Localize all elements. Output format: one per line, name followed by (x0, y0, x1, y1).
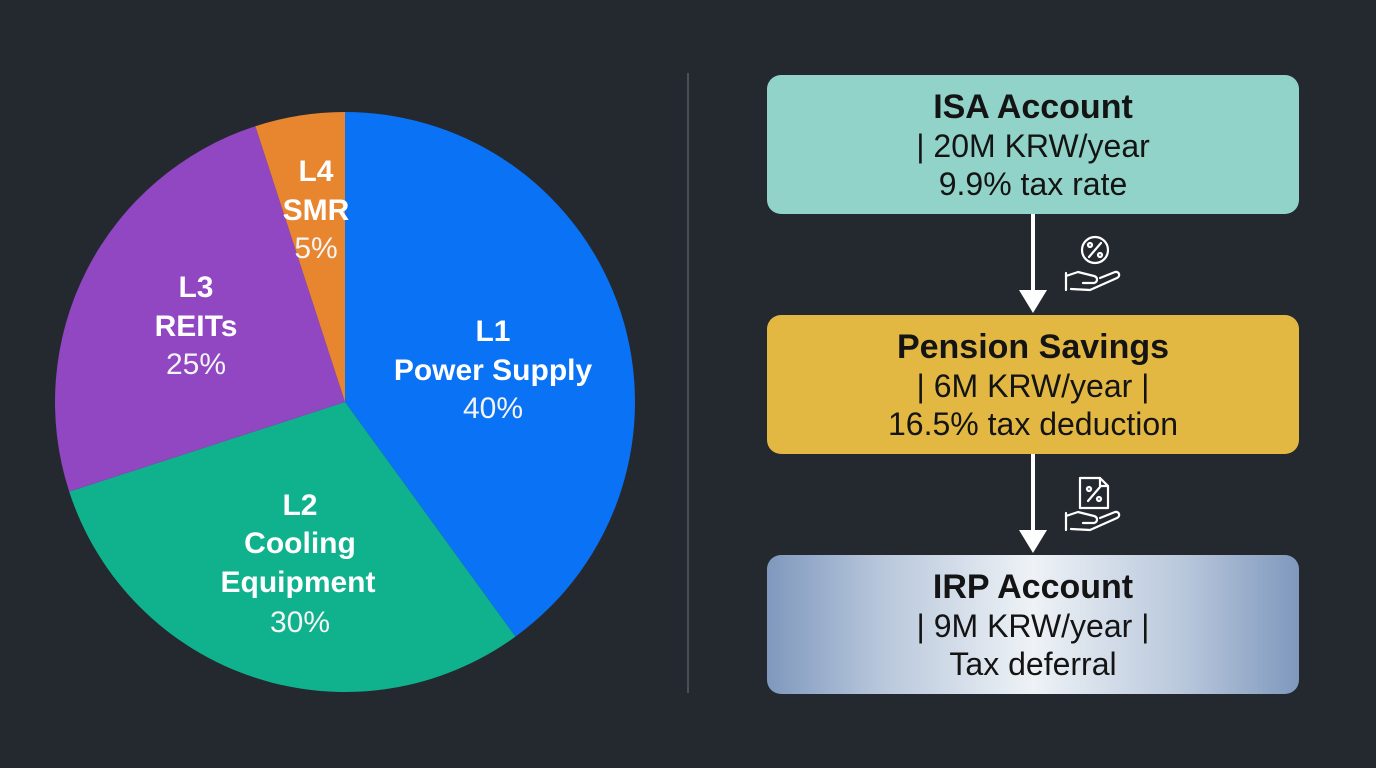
slice-l3-value: 25% (166, 348, 226, 381)
pie-slices (54, 112, 635, 692)
slice-l2-name-2: Equipment (221, 566, 376, 599)
arrow-down-2 (1019, 454, 1047, 553)
pension-savings-box: Pension Savings | 6M KRW/year | 16.5% ta… (767, 315, 1299, 454)
isa-account-limit: | 20M KRW/year (916, 127, 1150, 164)
divider (687, 73, 689, 693)
percent-hand-icon (1064, 235, 1121, 292)
pension-savings-title: Pension Savings (896, 327, 1170, 366)
isa-account-box: ISA Account | 20M KRW/year 9.9% tax rate (767, 75, 1299, 214)
pension-savings-limit: | 6M KRW/year | (916, 367, 1150, 404)
slice-l2-name-1: Cooling (244, 527, 356, 560)
pension-savings-tax: 16.5% tax deduction (888, 405, 1178, 442)
irp-account-box: IRP Account | 9M KRW/year | Tax deferral (767, 555, 1299, 694)
slice-l2-value: 30% (270, 606, 330, 639)
slice-l1-code: L1 (475, 315, 510, 348)
arrow-down-1 (1019, 214, 1047, 313)
slice-l3-code: L3 (178, 271, 213, 304)
irp-account-title: IRP Account (932, 567, 1134, 606)
pie-slice-l4 (255, 112, 345, 402)
pie-slice-l3 (54, 126, 345, 492)
pie-chart: L1 Power Supply 40% L2 Cooling Equipment… (54, 112, 635, 692)
irp-account-tax: Tax deferral (949, 645, 1117, 682)
irp-account-limit: | 9M KRW/year | (916, 607, 1150, 644)
pie-slice-l2 (69, 402, 516, 692)
slice-l3-name: REITs (155, 310, 238, 343)
slice-l1-name: Power Supply (394, 354, 593, 387)
slice-l4-name: SMR (283, 194, 350, 227)
isa-account-title: ISA Account (933, 87, 1133, 126)
slice-l1-value: 40% (463, 392, 523, 425)
pie-slice-l1 (345, 112, 635, 637)
slice-l2-code: L2 (282, 489, 317, 522)
isa-account-tax: 9.9% tax rate (938, 165, 1128, 202)
slice-l4-code: L4 (298, 155, 333, 188)
document-percent-hand-icon (1064, 476, 1121, 532)
slice-l4-value: 5% (294, 232, 337, 265)
